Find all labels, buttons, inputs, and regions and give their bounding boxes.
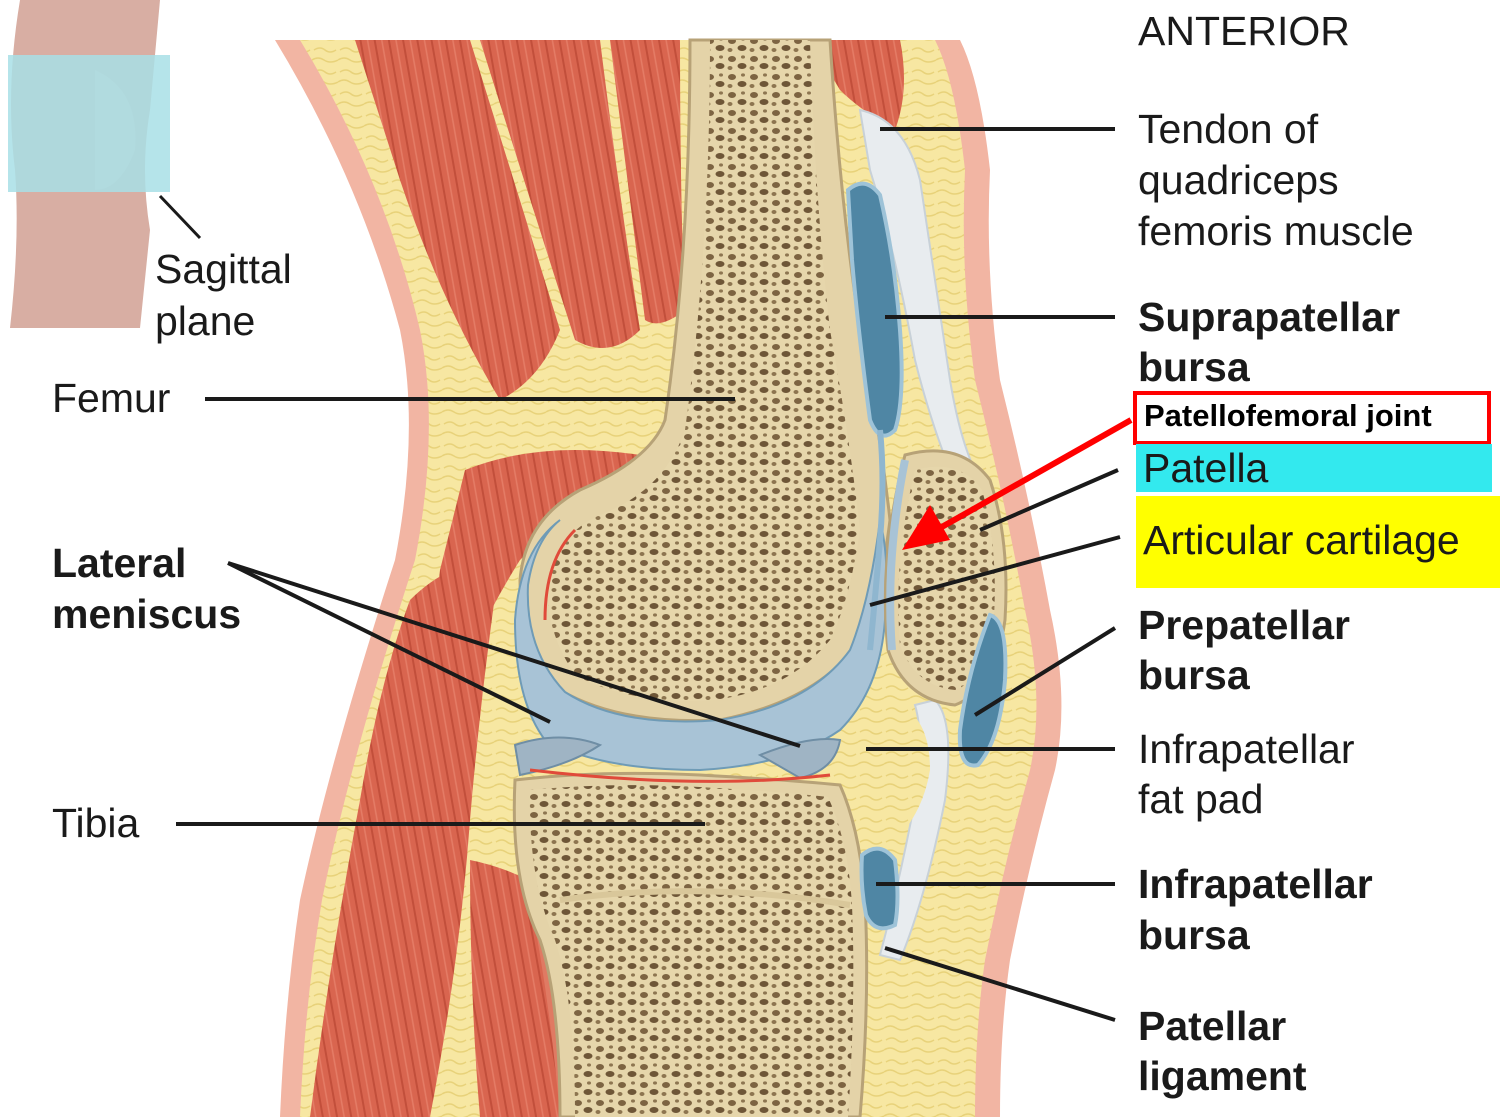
label-infrapatellar-fat-1: Infrapatellar xyxy=(1138,726,1355,772)
label-femur: Femur xyxy=(52,375,171,421)
label-lateral-meniscus-1: Lateral xyxy=(52,540,187,586)
patellofemoral-arrow xyxy=(902,417,1133,550)
label-articular-cartilage: Articular cartilage xyxy=(1143,517,1460,563)
quadriceps-tendon xyxy=(858,108,977,471)
leader-lines xyxy=(176,127,1121,1022)
tibia-bone xyxy=(512,771,869,1117)
patellofemoral-highlight-box xyxy=(1133,391,1491,445)
sagittal-plane-slab xyxy=(8,55,170,192)
label-prepatellar-1: Prepatellar xyxy=(1138,602,1350,648)
label-infrapatellar-fat-2: fat pad xyxy=(1138,776,1264,822)
leader-prepatellar xyxy=(973,626,1117,717)
posterior-muscles xyxy=(310,40,685,1117)
leader-lateral-meniscus-a xyxy=(227,561,551,724)
label-tendon-3: femoris muscle xyxy=(1138,208,1414,254)
meniscus-anterior xyxy=(757,738,842,780)
label-tendon-1: Tendon of xyxy=(1138,106,1319,152)
label-tendon-2: quadriceps xyxy=(1138,157,1339,203)
prepatellar-bursa-shape xyxy=(957,612,1008,768)
articular-cartilage-highlight xyxy=(1136,496,1500,588)
sagittal-plane-label-2: plane xyxy=(155,298,256,344)
label-suprapatellar-2: bursa xyxy=(1138,344,1250,390)
sagittal-plane-label-1: Sagittal xyxy=(155,246,292,292)
patella-highlight xyxy=(1136,444,1492,492)
inset-leg xyxy=(8,0,202,328)
leader-lateral-meniscus-b xyxy=(227,561,801,748)
label-tibia: Tibia xyxy=(52,800,140,846)
infrapatellar-bursa-shape xyxy=(859,846,900,931)
label-prepatellar-2: bursa xyxy=(1138,652,1250,698)
label-patellar-ligament-1: Patellar xyxy=(1138,1003,1287,1049)
label-patellofemoral-joint: Patellofemoral joint xyxy=(1144,398,1432,433)
leader-patellar-ligament xyxy=(884,946,1116,1022)
label-infrapatellar-bursa-1: Infrapatellar xyxy=(1138,861,1373,907)
label-patella: Patella xyxy=(1143,445,1269,491)
infrapatellar-fat-pad xyxy=(830,704,930,860)
suprapatellar-bursa-shape xyxy=(845,181,904,438)
label-suprapatellar-1: Suprapatellar xyxy=(1138,294,1401,340)
label-patellar-ligament-2: ligament xyxy=(1138,1053,1307,1099)
label-lateral-meniscus-2: meniscus xyxy=(52,591,242,637)
quadriceps-muscle xyxy=(810,40,904,130)
anterior-heading: ANTERIOR xyxy=(1138,8,1350,54)
leader-patella xyxy=(979,468,1119,532)
label-infrapatellar-bursa-2: bursa xyxy=(1138,912,1250,958)
leader-articular xyxy=(869,535,1121,607)
